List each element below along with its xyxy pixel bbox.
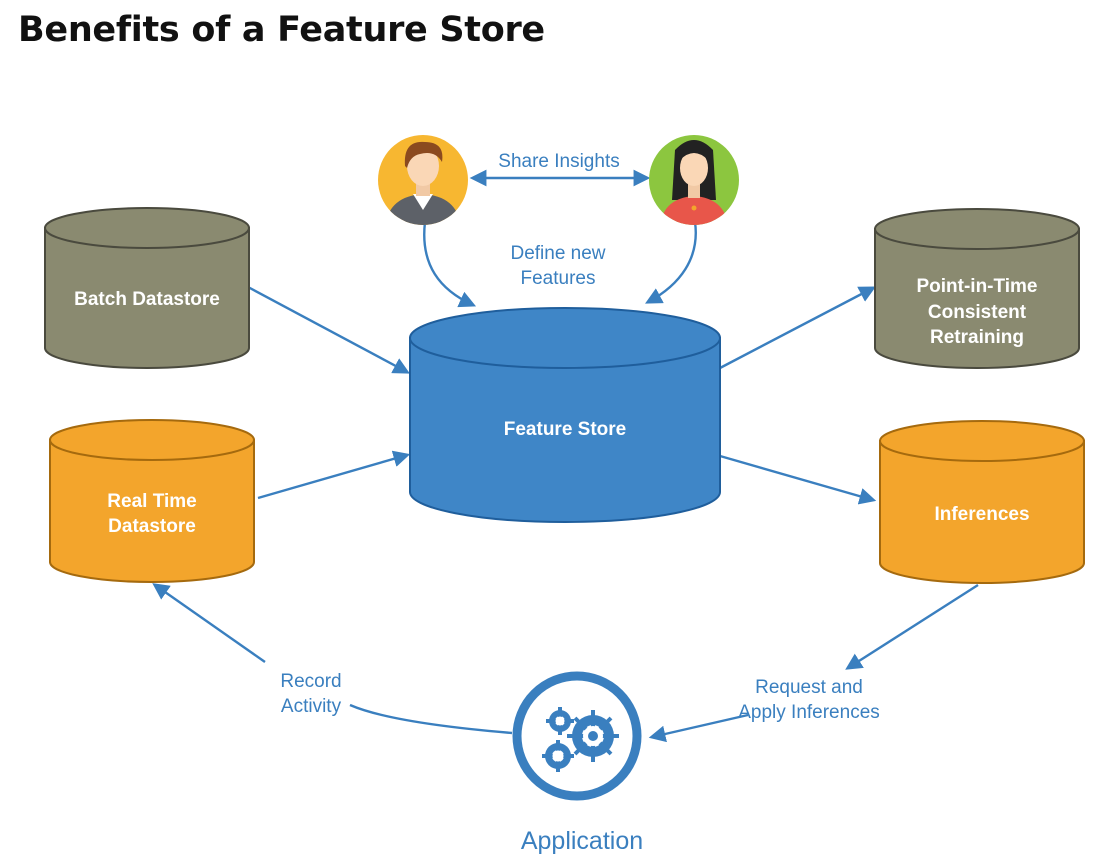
application-icon — [512, 671, 642, 801]
request-inferences-label-line1: Request and — [755, 677, 863, 698]
edges — [155, 169, 979, 737]
retraining-cylinder: Point-in-Time Consistent Retraining — [874, 208, 1080, 369]
feature-store-label: Feature Store — [504, 419, 626, 440]
define-features-label-line2: Features — [521, 268, 596, 289]
define-arrow-left — [423, 221, 477, 308]
feature-to-inferences-arrow — [719, 454, 877, 505]
male-user-avatar-icon — [378, 135, 468, 225]
female-user-avatar-icon — [649, 135, 739, 225]
app-to-realtime-arrow — [155, 585, 513, 735]
inferences-label: Inferences — [934, 504, 1029, 525]
retraining-label-line2: Consistent — [928, 302, 1027, 323]
batch-to-feature-arrow — [247, 285, 410, 374]
define-features-label-line1: Define new — [510, 243, 605, 264]
batch-datastore-cylinder: Batch Datastore — [44, 207, 250, 369]
retraining-label-line1: Point-in-Time — [916, 276, 1037, 297]
realtime-datastore-label-line2: Datastore — [108, 516, 196, 537]
define-arrow-right — [645, 221, 697, 304]
batch-datastore-label: Batch Datastore — [74, 289, 220, 310]
feature-store-cylinder: Feature Store — [409, 307, 721, 523]
application-label: Application — [521, 827, 643, 855]
gears-icon — [542, 707, 619, 772]
record-activity-label-line1: Record — [280, 671, 341, 692]
record-activity-label-line2: Activity — [281, 696, 342, 717]
retraining-label-line3: Retraining — [930, 327, 1024, 348]
inferences-to-app-arrow — [652, 583, 979, 737]
request-inferences-label-line2: Apply Inferences — [738, 702, 880, 723]
realtime-datastore-cylinder: Real Time Datastore — [49, 419, 255, 583]
feature-to-retraining-arrow — [719, 286, 876, 370]
page-title: Benefits of a Feature Store — [18, 10, 545, 50]
inferences-cylinder: Inferences — [879, 420, 1085, 584]
realtime-to-feature-arrow — [257, 450, 411, 500]
share-insights-label: Share Insights — [498, 151, 619, 172]
realtime-datastore-label-line1: Real Time — [107, 491, 196, 512]
